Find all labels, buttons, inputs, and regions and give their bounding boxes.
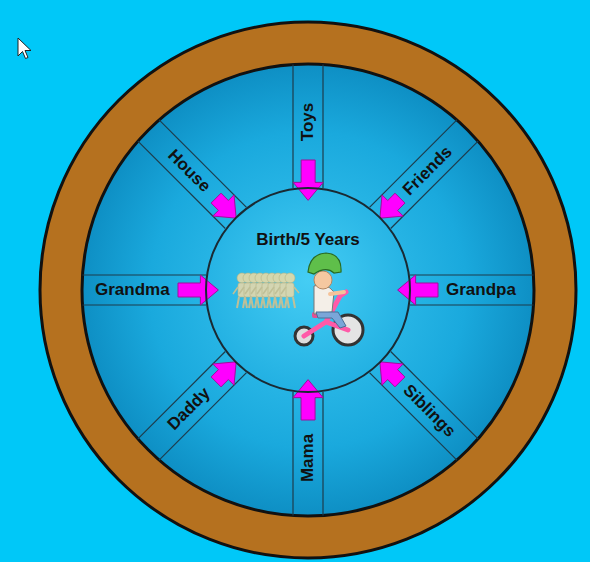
node-label: Siblings — [399, 380, 460, 441]
spoke-band: Grandma — [93, 280, 172, 300]
spoke-line — [370, 120, 457, 207]
rim-outer-edge — [40, 22, 576, 558]
spoke-band: House — [162, 144, 216, 198]
wheel-rim — [61, 43, 555, 537]
child-on-tricycle — [295, 253, 363, 345]
node-label: Birth/5 Years — [205, 187, 411, 250]
child-helmet — [308, 253, 341, 274]
spoke-band: Friends — [397, 141, 457, 201]
node-label: Mama — [298, 434, 318, 482]
spoke-line — [159, 373, 246, 460]
spoke-line — [292, 392, 293, 516]
spoke-band: Grandpa — [444, 280, 518, 300]
inward-arrow — [211, 193, 236, 218]
spoke-band: Toys — [298, 101, 318, 143]
spoke-band: Siblings — [397, 379, 461, 443]
spoke-line — [83, 274, 207, 275]
spoke-line — [410, 304, 534, 305]
spoke-line — [292, 65, 293, 189]
spoke-band: Daddy — [162, 382, 216, 436]
hub-border — [206, 188, 410, 392]
node-label: Friends — [399, 142, 457, 200]
spoke-lines — [83, 65, 534, 516]
child-face — [314, 271, 332, 289]
inward-arrow — [293, 160, 323, 200]
inward-arrow — [178, 275, 218, 305]
motion-trail — [233, 273, 299, 308]
wheel-disc — [82, 64, 534, 516]
spoke-line — [159, 120, 246, 207]
spoke-line — [322, 65, 323, 189]
inward-arrow — [293, 380, 323, 420]
mouse-cursor — [18, 38, 31, 59]
child-arm — [330, 292, 344, 294]
inward-arrow — [211, 362, 236, 387]
inward-arrow — [380, 193, 405, 218]
node-label: Grandpa — [446, 280, 516, 300]
node-label: Grandma — [95, 280, 170, 300]
hub-outline — [205, 187, 411, 393]
node-label: House — [164, 146, 215, 197]
hub-fill — [205, 187, 411, 393]
spoke-line — [410, 274, 534, 275]
spoke-line — [138, 352, 225, 439]
spoke-line — [391, 141, 478, 228]
ghost-figure — [281, 273, 299, 308]
spoke-line — [138, 141, 225, 228]
spoke-line — [322, 392, 323, 516]
spoke-band: Mama — [298, 432, 318, 484]
child-legs — [316, 312, 346, 328]
spoke-line — [83, 304, 207, 305]
node-label: Toys — [298, 103, 318, 141]
inward-arrow — [380, 362, 405, 387]
node-label: Daddy — [164, 383, 215, 434]
hub-circle: Birth/5 Years — [205, 187, 411, 393]
inward-arrow — [398, 275, 438, 305]
